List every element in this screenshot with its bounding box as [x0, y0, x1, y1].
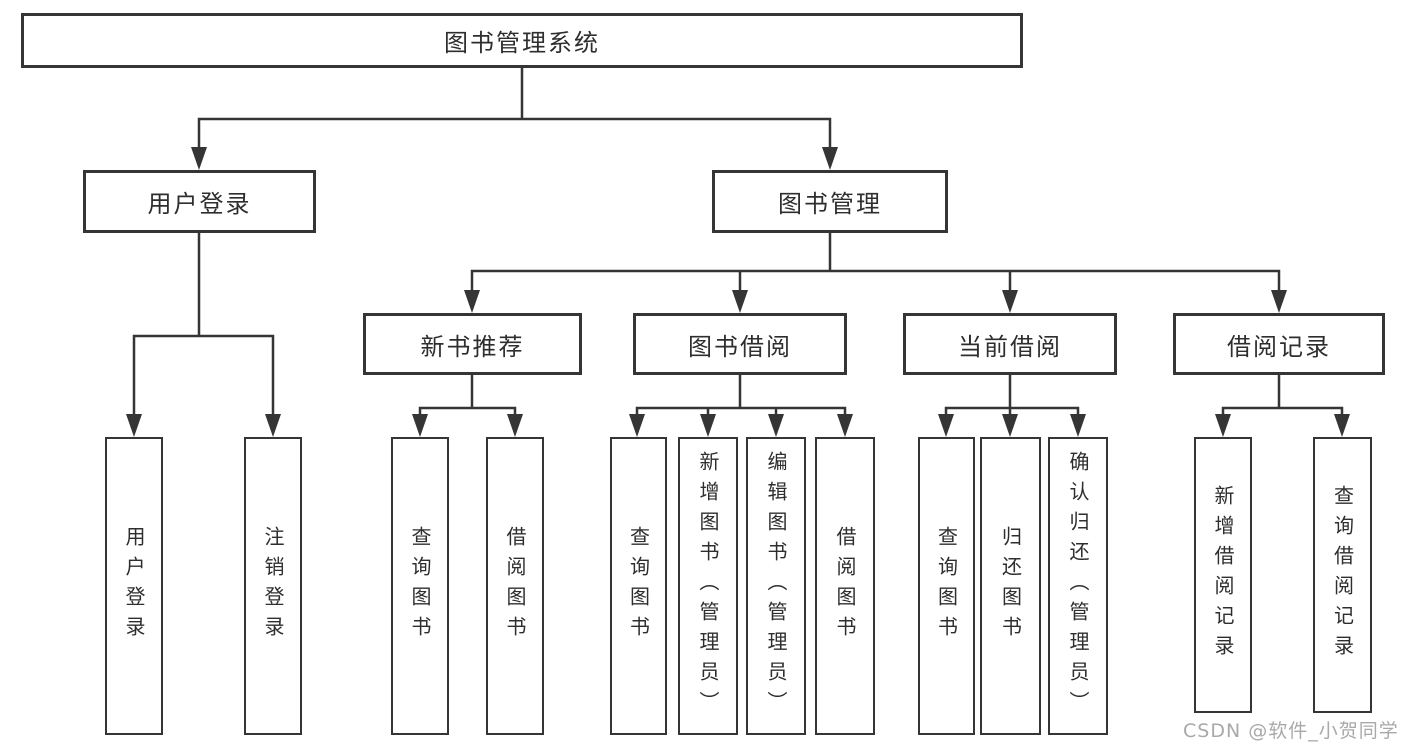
arrow-down-icon [700, 414, 716, 437]
node-user-login: 用户登录 [83, 170, 316, 233]
node-label: 借阅图书 [503, 526, 527, 646]
node-label: 查询图书 [408, 526, 432, 646]
arrow-down-icon [191, 147, 207, 170]
arrow-down-icon [822, 147, 838, 170]
node-label: 图书管理系统 [444, 29, 600, 57]
leaf-query-books-borrow: 查询图书 [610, 437, 667, 735]
connector-mgmt-to-level3 [470, 231, 1281, 294]
arrow-down-icon [1002, 290, 1018, 313]
node-label: 新增借阅记录 [1211, 485, 1235, 665]
leaf-query-books-recommend: 查询图书 [391, 437, 449, 735]
arrow-down-icon [1271, 290, 1287, 313]
node-label: 查询图书 [934, 526, 959, 646]
arrow-down-icon [732, 290, 748, 313]
arrow-down-icon [837, 414, 853, 437]
node-label: 新书推荐 [420, 332, 525, 361]
leaf-borrow-books-recommend: 借阅图书 [486, 437, 544, 735]
node-label: 查询借阅记录 [1330, 485, 1355, 665]
node-book-borrow: 图书借阅 [633, 313, 847, 375]
leaf-return-books: 归还图书 [980, 437, 1041, 735]
leaf-query-books-current: 查询图书 [918, 437, 975, 735]
node-current-borrow: 当前借阅 [903, 313, 1117, 375]
node-borrow-records: 借阅记录 [1173, 313, 1385, 375]
arrow-down-icon [1070, 414, 1086, 437]
arrow-down-icon [265, 414, 281, 437]
node-label: 借阅记录 [1227, 332, 1331, 361]
node-label: 归还图书 [998, 526, 1023, 646]
arrow-down-icon [629, 414, 645, 437]
arrow-down-icon [126, 414, 142, 437]
leaf-logout: 注销登录 [244, 437, 302, 735]
node-label: 用户登录 [122, 526, 146, 646]
node-label: 查询图书 [626, 526, 651, 646]
arrow-down-icon [1334, 414, 1350, 437]
arrow-down-icon [1002, 414, 1018, 437]
leaf-user-login: 用户登录 [105, 437, 163, 735]
node-label: 编辑图书（管理员） [764, 451, 788, 721]
leaf-edit-books-admin: 编辑图书（管理员） [746, 437, 806, 735]
node-label: 图书管理 [778, 190, 882, 218]
node-label: 借阅图书 [833, 526, 857, 646]
node-new-book-recommend: 新书推荐 [363, 313, 582, 375]
arrow-down-icon [938, 414, 954, 437]
leaf-confirm-return-admin: 确认归还（管理员） [1048, 437, 1108, 735]
leaf-add-borrow-record: 新增借阅记录 [1194, 437, 1252, 713]
node-label: 新增图书（管理员） [696, 451, 720, 721]
arrow-down-icon [768, 414, 784, 437]
leaf-query-borrow-record: 查询借阅记录 [1313, 437, 1372, 713]
connector-root-to-level2 [197, 66, 832, 151]
arrow-down-icon [464, 290, 480, 313]
connector-current-to-leaves [944, 373, 1080, 417]
node-label: 注销登录 [261, 526, 285, 646]
node-book-management: 图书管理 [712, 170, 948, 233]
node-label: 图书借阅 [688, 332, 792, 361]
connector-recommend-to-leaves [418, 373, 517, 417]
arrow-down-icon [507, 414, 523, 437]
connector-records-to-leaves [1221, 373, 1344, 417]
node-label: 确认归还（管理员） [1066, 451, 1090, 721]
arrow-down-icon [1215, 414, 1231, 437]
leaf-add-books-admin: 新增图书（管理员） [678, 437, 738, 735]
arrow-down-icon [412, 414, 428, 437]
leaf-borrow-books: 借阅图书 [815, 437, 875, 735]
node-root-library-system: 图书管理系统 [21, 13, 1023, 68]
connector-borrow-to-leaves [635, 373, 847, 417]
node-label: 当前借阅 [958, 332, 1062, 361]
csdn-watermark: CSDN @软件_小贺同学 [1183, 720, 1399, 742]
node-label: 用户登录 [147, 190, 252, 218]
connector-login-to-leaves [132, 231, 275, 417]
